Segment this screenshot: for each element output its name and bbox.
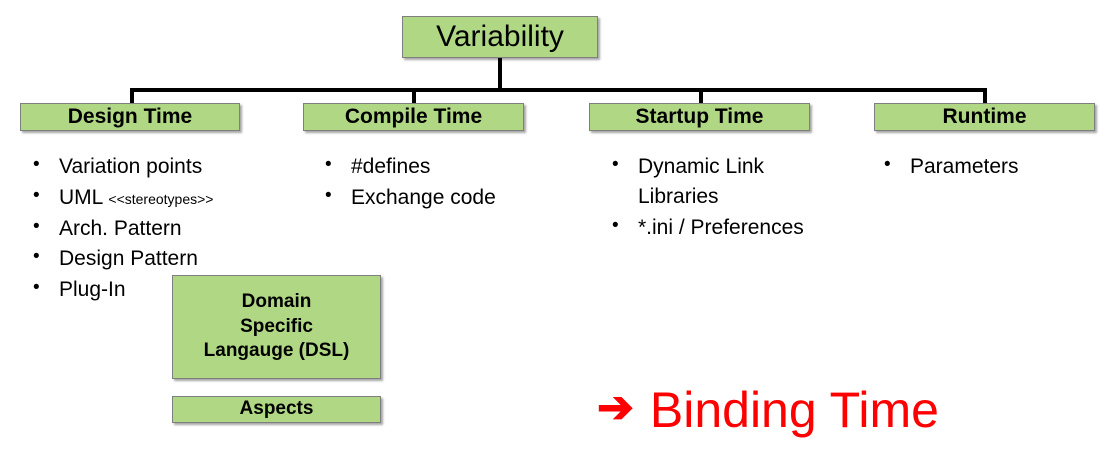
list-item: • Exchange code [325, 183, 575, 213]
bullet-text: Arch. Pattern [59, 216, 182, 240]
node-runtime[interactable]: Runtime [874, 103, 1095, 131]
bullet-list-design-time: • Variation points • UML <<stereotypes>>… [33, 152, 293, 306]
bullet-list-runtime: • Parameters [884, 152, 1104, 183]
bullet-marker: • [33, 215, 40, 237]
connector-bus [130, 88, 987, 92]
bullet-marker: • [33, 277, 40, 299]
right-arrow-icon: ➔ [597, 383, 634, 432]
bullet-list-startup-time: • Dynamic Link Libraries • *.ini / Prefe… [612, 152, 862, 243]
connector-root-stem [498, 58, 502, 90]
binding-time-callout: ➔ Binding Time [597, 385, 939, 435]
node-aspects[interactable]: Aspects [172, 396, 381, 423]
bullet-text: *.ini / Preferences [638, 215, 804, 239]
bullet-marker: • [33, 184, 40, 206]
node-compile-time[interactable]: Compile Time [303, 103, 524, 131]
connector-drop-startup-time [699, 88, 703, 105]
bullet-marker: • [33, 246, 40, 268]
bullet-text: Plug-In [59, 278, 126, 302]
list-item: • UML <<stereotypes>> [33, 183, 293, 213]
bullet-text-note: <<stereotypes>> [108, 190, 214, 207]
list-item: • #defines [325, 152, 575, 182]
bullet-text: #defines [351, 155, 431, 178]
node-dsl-line2: Specific [240, 315, 313, 337]
node-compile-time-label: Compile Time [344, 105, 483, 128]
list-item: • Plug-In [33, 275, 293, 305]
node-startup-time[interactable]: Startup Time [589, 103, 810, 131]
binding-time-label: Binding Time [649, 382, 939, 438]
node-startup-time-label: Startup Time [635, 105, 764, 128]
node-dsl-line3: Langauge (DSL) [203, 340, 350, 362]
node-design-time[interactable]: Design Time [20, 103, 240, 131]
list-item: • Arch. Pattern [33, 214, 293, 244]
connector-drop-design-time [130, 88, 134, 105]
bullet-text: UML <<stereotypes>> [59, 183, 293, 213]
bullet-marker: • [612, 154, 619, 175]
bullet-marker: • [325, 184, 332, 206]
node-aspects-label: Aspects [239, 398, 314, 420]
list-item: • Dynamic Link Libraries [612, 152, 862, 212]
bullet-marker: • [33, 154, 40, 175]
bullet-text: Design Pattern [59, 247, 198, 271]
bullet-text: Dynamic Link Libraries [638, 155, 765, 208]
node-domain-specific-language[interactable]: Domain Specific Langauge (DSL) [172, 275, 381, 379]
node-variability-label: Variability [436, 20, 564, 53]
bullet-text: Variation points [59, 155, 203, 178]
list-item: • *.ini / Preferences [612, 213, 862, 243]
bullet-list-compile-time: • #defines • Exchange code [325, 152, 575, 214]
connector-drop-compile-time [412, 88, 416, 105]
list-item: • Parameters [884, 152, 1104, 182]
node-design-time-label: Design Time [67, 105, 193, 128]
bullet-text: Parameters [910, 155, 1019, 178]
bullet-text: Exchange code [351, 185, 496, 209]
node-variability[interactable]: Variability [402, 16, 598, 58]
node-runtime-label: Runtime [942, 105, 1027, 128]
bullet-marker: • [325, 154, 332, 175]
bullet-marker: • [884, 154, 891, 175]
list-item: • Variation points [33, 152, 293, 182]
list-item: • Design Pattern [33, 244, 293, 274]
node-dsl-line1: Domain [241, 290, 312, 312]
bullet-text-main: UML [59, 185, 109, 209]
connector-drop-runtime [983, 88, 987, 105]
bullet-marker: • [612, 214, 619, 236]
